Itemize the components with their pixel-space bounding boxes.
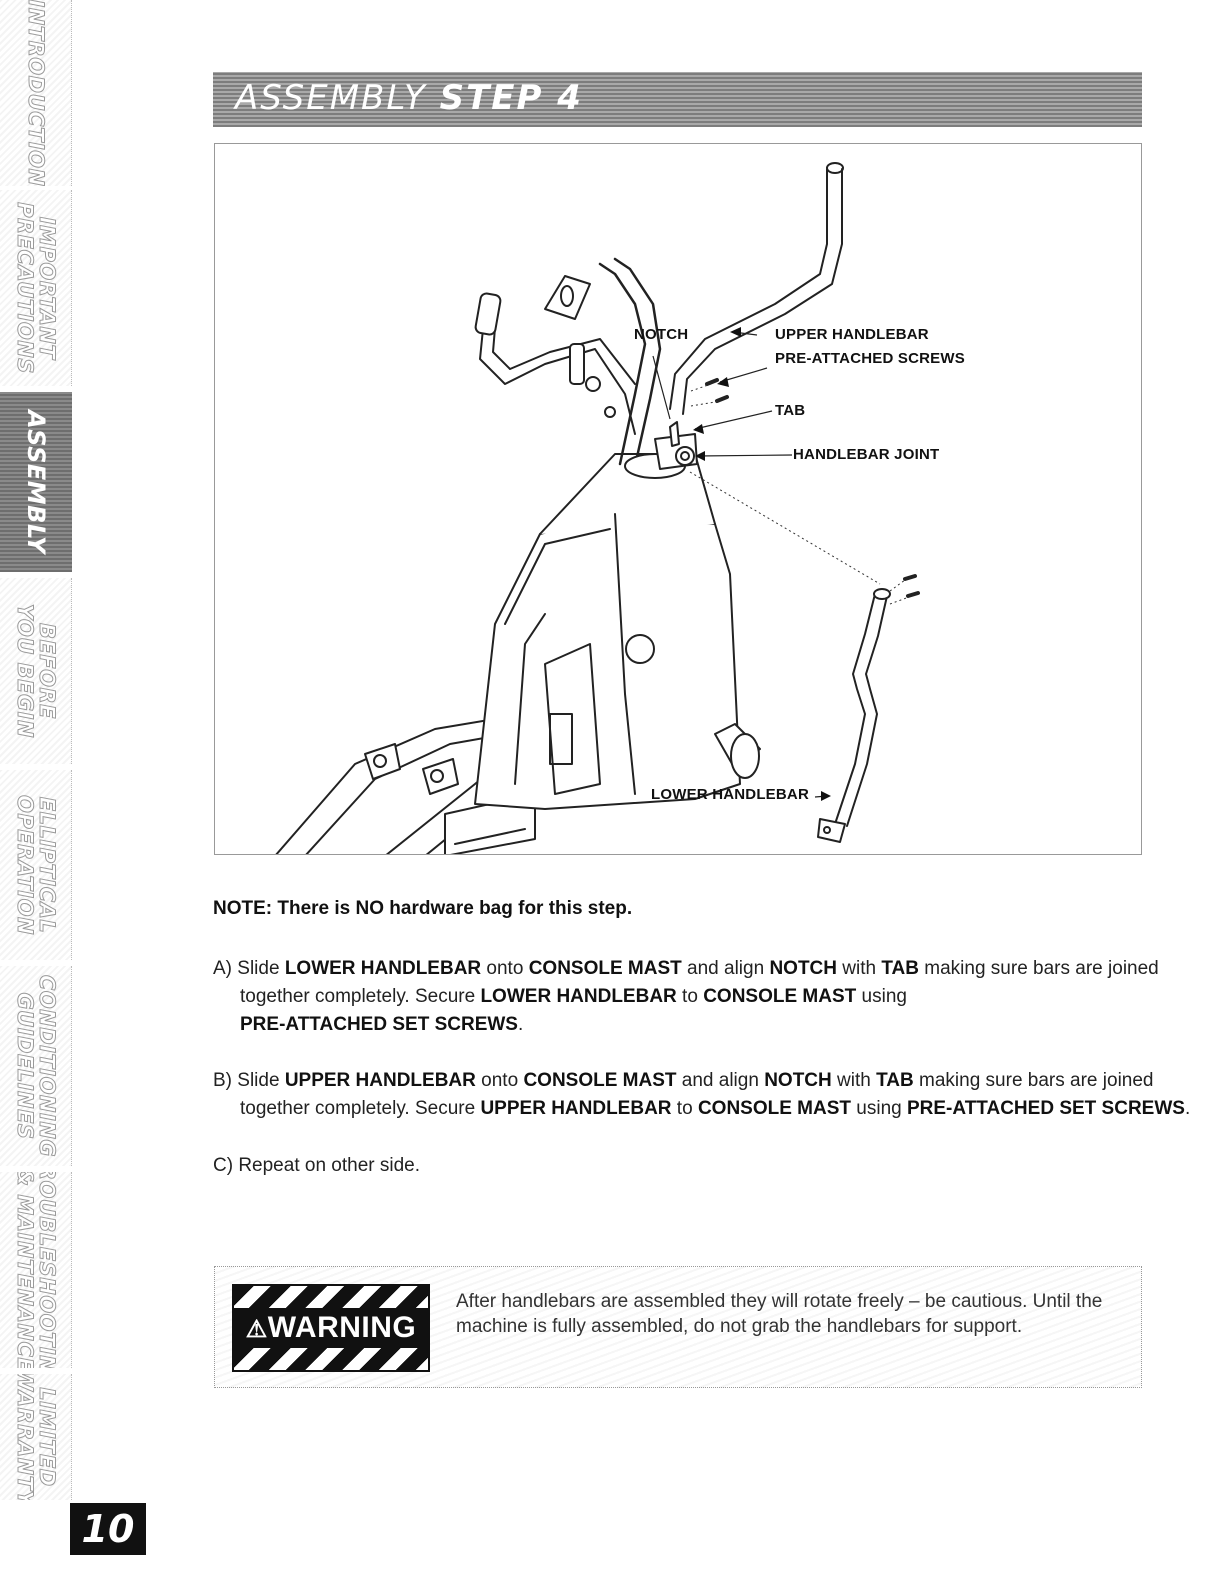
callout-handlebar-joint: HANDLEBAR JOINT bbox=[793, 446, 940, 463]
warning-text: After handlebars are assembled they will… bbox=[456, 1289, 1126, 1339]
page-number: 10 bbox=[70, 1503, 146, 1555]
fixed-handlebar bbox=[479, 308, 636, 435]
rear-wheel bbox=[730, 733, 760, 779]
callout-tab: TAB bbox=[775, 402, 806, 419]
side-tab-label: TROUBLESHOOTING & MAINTENANCE bbox=[12, 1172, 59, 1368]
side-tab-label: ELLIPTICAL OPERATION bbox=[12, 794, 59, 936]
page-title: ASSEMBLY STEP 4 bbox=[235, 78, 583, 118]
callout-lower-handlebar: LOWER HANDLEBAR bbox=[651, 786, 809, 803]
pivot-mount-2 bbox=[422, 758, 459, 795]
title-light: ASSEMBLY bbox=[235, 78, 427, 118]
side-tab-important-precautions[interactable]: IMPORTANT PRECAUTIONS bbox=[0, 190, 72, 386]
warning-stripes-bottom bbox=[234, 1348, 428, 1370]
housing-badge bbox=[625, 634, 655, 664]
side-nav: INTRODUCTION IMPORTANT PRECAUTIONS ASSEM… bbox=[0, 0, 72, 1500]
side-tab-label: LIMITED WARRANTY bbox=[12, 1374, 59, 1500]
inner-slot bbox=[544, 643, 601, 795]
step-a-line-2: together completely. Secure LOWER HANDLE… bbox=[240, 986, 907, 1007]
side-tab-label: CONDITIONING GUIDELINES bbox=[12, 974, 59, 1158]
side-tab-assembly[interactable]: ASSEMBLY bbox=[0, 392, 72, 572]
lower-handlebar bbox=[834, 593, 876, 825]
step-c: C) Repeat on other side. bbox=[213, 1155, 421, 1176]
step-b: B) Slide UPPER HANDLEBAR onto CONSOLE MA… bbox=[213, 1067, 1191, 1123]
title-bold: STEP 4 bbox=[439, 78, 583, 118]
step-a-line-1: A) Slide LOWER HANDLEBAR onto CONSOLE MA… bbox=[213, 958, 1159, 979]
side-tab-before-you-begin[interactable]: BEFORE YOU BEGIN bbox=[0, 578, 72, 764]
side-tab-label: INTRODUCTION bbox=[23, 0, 48, 186]
step-a: A) Slide LOWER HANDLEBAR onto CONSOLE MA… bbox=[213, 955, 1159, 1039]
step-b-line-1: B) Slide UPPER HANDLEBAR onto CONSOLE MA… bbox=[213, 1070, 1154, 1091]
callout-pre-attached-screws: PRE-ATTACHED SCREWS bbox=[775, 350, 965, 367]
section-banner: ASSEMBLY STEP 4 bbox=[213, 72, 1142, 127]
housing-side bbox=[614, 513, 636, 795]
warning-triangle-icon: ⚠ bbox=[245, 1316, 268, 1343]
lower-handlebar-bracket bbox=[817, 818, 846, 843]
grip-mid bbox=[569, 343, 585, 385]
side-tab-limited-warranty[interactable]: LIMITED WARRANTY bbox=[0, 1374, 72, 1500]
warning-line-2: machine is fully assembled, do not grab … bbox=[456, 1316, 1023, 1337]
step-a-line-3: PRE-ATTACHED SET SCREWS. bbox=[240, 1014, 524, 1035]
warning-stripes-top bbox=[234, 1286, 428, 1308]
joint-tab bbox=[669, 421, 680, 447]
step-b-line-2: together completely. Secure UPPER HANDLE… bbox=[240, 1098, 1191, 1119]
warning-badge: ⚠WARNING bbox=[232, 1284, 430, 1372]
warning-line-1: After handlebars are assembled they will… bbox=[456, 1291, 1103, 1312]
warning-label: ⚠WARNING bbox=[245, 1311, 417, 1344]
console-plate bbox=[544, 275, 591, 320]
console-mast bbox=[598, 262, 647, 466]
side-tab-label: IMPORTANT PRECAUTIONS bbox=[12, 202, 59, 375]
side-tab-troubleshooting-maintenance[interactable]: TROUBLESHOOTING & MAINTENANCE bbox=[0, 1172, 72, 1368]
side-tab-elliptical-operation[interactable]: ELLIPTICAL OPERATION bbox=[0, 770, 72, 960]
warning-box: ⚠WARNING After handlebars are assembled … bbox=[214, 1266, 1142, 1388]
callout-notch: NOTCH bbox=[634, 326, 689, 343]
callout-upper-handlebar: UPPER HANDLEBAR bbox=[775, 326, 929, 343]
assembly-diagram: NOTCH UPPER HANDLEBAR PRE-ATTACHED SCREW… bbox=[214, 143, 1142, 855]
elliptical-illustration bbox=[275, 162, 920, 854]
pivot-mount-1 bbox=[364, 743, 401, 780]
note-text: NOTE: There is NO hardware bag for this … bbox=[213, 898, 633, 919]
housing-front bbox=[474, 513, 741, 810]
side-tab-introduction[interactable]: INTRODUCTION bbox=[0, 0, 72, 186]
side-tab-label: ASSEMBLY bbox=[22, 410, 50, 554]
side-tab-conditioning-guidelines[interactable]: CONDITIONING GUIDELINES bbox=[0, 966, 72, 1166]
grip-left bbox=[474, 292, 502, 336]
side-tab-label: BEFORE YOU BEGIN bbox=[12, 603, 59, 739]
upper-handlebar bbox=[669, 168, 828, 410]
